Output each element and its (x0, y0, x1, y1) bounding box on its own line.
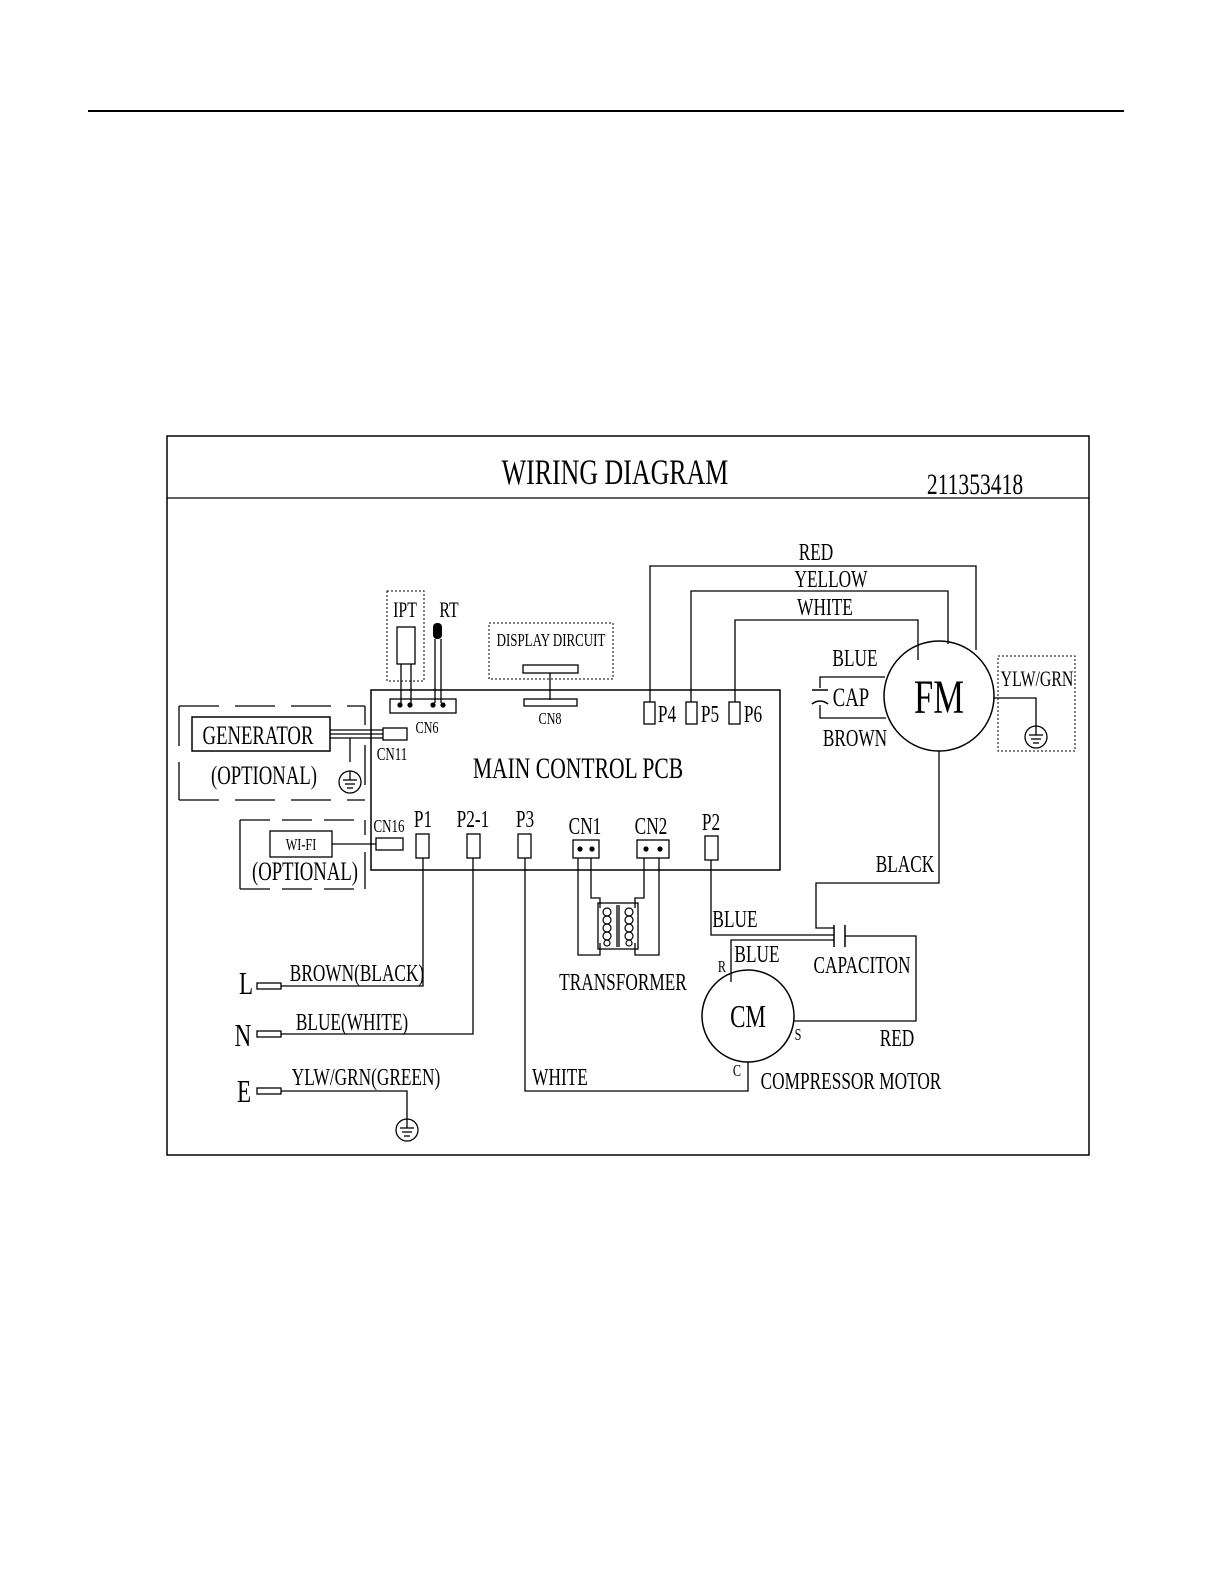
cn16-connector (375, 837, 404, 851)
cn8-label: CN8 (538, 710, 561, 728)
p4-terminal (643, 701, 656, 725)
white-c-label: WHITE (532, 1063, 588, 1091)
yellow-wire-label: YELLOW (795, 565, 868, 593)
blue-fan-label: BLUE (832, 644, 877, 672)
supply-l-label: L (239, 966, 253, 1002)
supply-n-label: N (235, 1018, 252, 1054)
supply-n-terminal (256, 1030, 282, 1038)
blue-p2-wire (710, 860, 834, 936)
transformer-coil-left (602, 907, 612, 947)
cn2-connector (636, 839, 670, 859)
transformer-coil-right (624, 907, 634, 947)
n-wire-label: BLUE(WHITE) (296, 1008, 408, 1036)
diagram-title: WIRING DIAGRAM (502, 452, 729, 492)
e-wire-label: YLW/GRN(GREEN) (292, 1063, 440, 1091)
part-number: 211353418 (927, 468, 1023, 501)
p3-terminal (517, 833, 532, 859)
cn11-label: CN11 (377, 745, 407, 765)
p2-label: P2 (702, 808, 720, 836)
wifi-dashed-frame (239, 819, 366, 890)
display-label: DISPLAY DIRCUIT (497, 631, 606, 651)
white-wire (734, 619, 919, 702)
p2-1-label: P2-1 (457, 805, 490, 833)
transformer-label: TRANSFORMER (559, 968, 687, 996)
ylw-grn-dashed-box (997, 655, 1076, 752)
p2-terminal (704, 835, 719, 861)
compressor-motor-label: COMPRESSOR MOTOR (761, 1067, 942, 1095)
generator-optional-label: (OPTIONAL) (211, 761, 317, 790)
ipt-sensor (396, 626, 416, 665)
wifi-optional-label: (OPTIONAL) (252, 857, 358, 886)
p3-label: P3 (516, 805, 534, 833)
p2-1-terminal (466, 833, 481, 859)
display-dashed-box (488, 622, 614, 680)
display-connector (522, 664, 579, 674)
transformer-core (597, 902, 639, 950)
generator-ground-icon (338, 770, 362, 794)
e-wire (281, 1090, 408, 1119)
white-wire-label: WHITE (797, 593, 853, 621)
rt-thermistor (433, 623, 442, 639)
capacitor-label: CAPACITON (814, 951, 911, 979)
p5-terminal (685, 701, 698, 725)
p1-terminal (415, 833, 430, 859)
p4-label: P4 (658, 700, 677, 728)
main-control-pcb (370, 689, 781, 871)
supply-l-terminal (256, 982, 282, 990)
l-wire (281, 858, 424, 987)
red-s-label: RED (880, 1024, 915, 1052)
cn6-label: CN6 (415, 719, 438, 737)
cn6-connector (389, 698, 457, 714)
compressor-label: CM (730, 999, 766, 1035)
cn8-connector (523, 698, 578, 707)
wifi-label: WI-FI (286, 836, 317, 854)
brown-fan-label: BROWN (823, 724, 887, 752)
cn11-connector (382, 727, 408, 741)
diagram-frame (166, 435, 1090, 1156)
cn1-label: CN1 (569, 812, 602, 840)
p5-label: P5 (701, 700, 719, 728)
black-wire-label: BLACK (876, 850, 935, 878)
supply-e-terminal (256, 1087, 282, 1095)
cn1-connector (572, 839, 600, 859)
p6-label: P6 (744, 700, 762, 728)
fan-cap-label: CAP (833, 683, 869, 712)
cn2-label: CN2 (635, 812, 668, 840)
fan-ground-icon (1024, 725, 1048, 749)
blue-r-wire (730, 939, 834, 982)
blue-p2-label: BLUE (712, 905, 757, 933)
transformer-wire-a (577, 858, 601, 956)
fan-motor-label: FM (914, 672, 964, 725)
transformer-wire-c (634, 858, 645, 908)
terminal-r-label: R (718, 958, 726, 976)
p1-label: P1 (414, 805, 432, 833)
ylw-grn-label: YLW/GRN (1001, 668, 1074, 692)
rt-label: RT (439, 599, 459, 623)
pcb-label: MAIN CONTROL PCB (473, 752, 683, 785)
fan-cap-blue-wire (819, 676, 885, 688)
supply-e-label: E (237, 1074, 251, 1110)
transformer-wire-b (590, 858, 601, 908)
generator-dashed-frame (178, 705, 366, 801)
ipt-label: IPT (393, 599, 417, 623)
p6-terminal (728, 701, 741, 725)
red-s-wire (794, 935, 917, 1022)
white-c-wire (524, 858, 749, 1092)
generator-label: GENERATOR (203, 721, 315, 750)
supply-ground-icon (395, 1118, 419, 1142)
ipt-dashed-box (386, 590, 425, 682)
terminal-c-label: C (733, 1062, 741, 1080)
red-wire (649, 565, 977, 702)
terminal-s-label: S (795, 1026, 802, 1044)
fan-cap-brown-wire (819, 705, 886, 719)
black-wire (815, 751, 940, 929)
blue-r-label: BLUE (734, 940, 779, 968)
cn16-label: CN16 (374, 817, 405, 837)
yellow-wire (690, 590, 949, 702)
n-wire (281, 858, 474, 1035)
red-wire-label: RED (799, 538, 834, 566)
l-wire-label: BROWN(BLACK) (290, 959, 424, 987)
